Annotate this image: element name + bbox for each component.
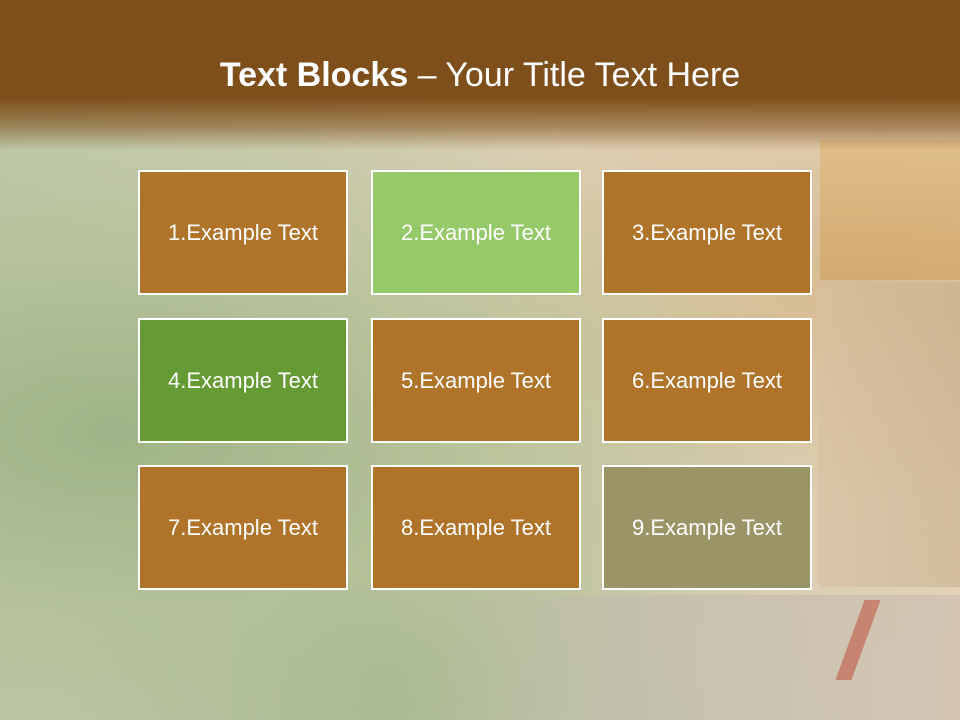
text-block-label: 2.Example Text — [400, 219, 551, 245]
text-block-4[interactable]: 4.Example Text — [138, 318, 348, 443]
text-block-label: 9.Example Text — [631, 514, 782, 540]
text-block-label: 6.Example Text — [631, 367, 782, 393]
text-block-label: 7.Example Text — [167, 514, 318, 540]
title-rest: – Your Title Text Here — [408, 56, 741, 94]
text-block-label: 8.Example Text — [400, 514, 551, 540]
text-block-8[interactable]: 8.Example Text — [371, 465, 581, 590]
text-block-3[interactable]: 3.Example Text — [602, 170, 812, 295]
hive-top-decoration — [820, 140, 960, 280]
text-block-label: 5.Example Text — [400, 367, 551, 393]
title-bold: Text Blocks — [219, 56, 409, 94]
text-block-5[interactable]: 5.Example Text — [371, 318, 581, 443]
text-block-6[interactable]: 6.Example Text — [602, 318, 812, 443]
text-block-2[interactable]: 2.Example Text — [371, 170, 581, 295]
text-block-grid: 1.Example Text 2.Example Text 3.Example … — [138, 170, 816, 595]
hive-box-decoration — [818, 282, 960, 587]
text-block-label: 3.Example Text — [631, 219, 782, 245]
text-block-label: 4.Example Text — [167, 367, 318, 393]
text-block-9[interactable]: 9.Example Text — [602, 465, 812, 590]
text-block-1[interactable]: 1.Example Text — [138, 170, 348, 295]
slide-title[interactable]: Text Blocks – Your Title Text Here — [0, 52, 960, 98]
hive-stand-decoration — [420, 595, 960, 720]
text-block-7[interactable]: 7.Example Text — [138, 465, 348, 590]
title-banner — [0, 0, 960, 150]
text-block-label: 1.Example Text — [167, 219, 318, 245]
